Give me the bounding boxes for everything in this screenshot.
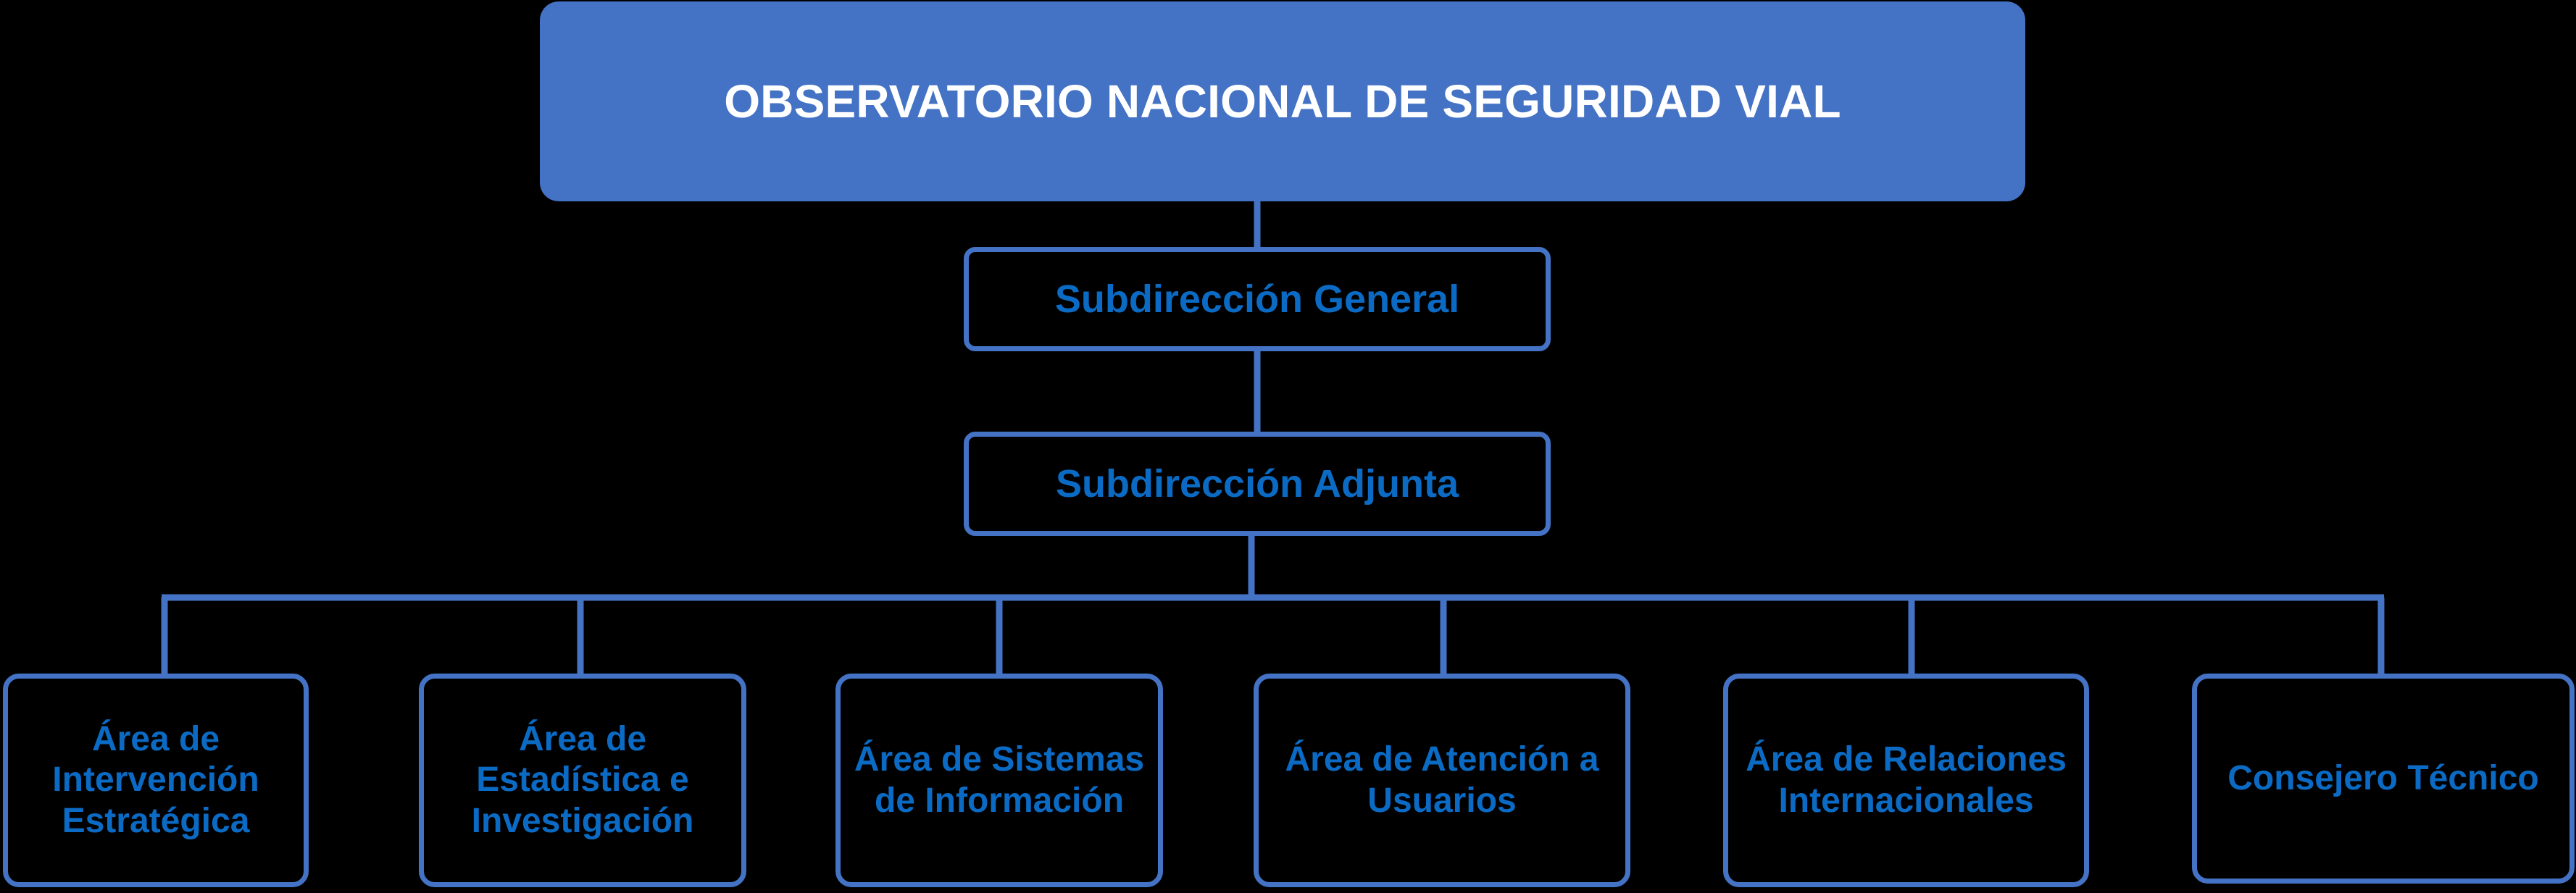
node-label: Área de Sistemas de Información <box>854 739 1145 820</box>
node-label: Consejero Técnico <box>2227 758 2539 797</box>
node-area-de-estadistica-e-investigacion[interactable]: Área de Estadística e Investigación <box>419 674 746 887</box>
node-consejero-tecnico[interactable]: Consejero Técnico <box>2192 674 2575 884</box>
node-label: Área de Intervención Estratégica <box>52 719 259 840</box>
node-label: Subdirección Adjunta <box>1055 462 1459 506</box>
node-observatorio-nacional-de-seguridad-vial[interactable]: OBSERVATORIO NACIONAL DE SEGURIDAD VIAL <box>540 1 2025 201</box>
node-area-de-sistemas-de-informacion[interactable]: Área de Sistemas de Información <box>835 674 1163 887</box>
node-area-de-atencion-a-usuarios[interactable]: Área de Atención a Usuarios <box>1254 674 1630 887</box>
node-label: Subdirección General <box>1054 277 1460 321</box>
node-subdireccion-adjunta[interactable]: Subdirección Adjunta <box>964 432 1551 536</box>
node-label: Área de Relaciones Internacionales <box>1746 739 2067 820</box>
node-area-de-intervencion-estrategica[interactable]: Área de Intervención Estratégica <box>3 674 309 887</box>
node-label: Área de Atención a Usuarios <box>1285 739 1599 820</box>
node-label: Área de Estadística e Investigación <box>471 719 694 840</box>
node-area-de-relaciones-internacionales[interactable]: Área de Relaciones Internacionales <box>1723 674 2089 887</box>
node-subdireccion-general[interactable]: Subdirección General <box>964 247 1551 351</box>
node-label: OBSERVATORIO NACIONAL DE SEGURIDAD VIAL <box>724 75 1841 127</box>
